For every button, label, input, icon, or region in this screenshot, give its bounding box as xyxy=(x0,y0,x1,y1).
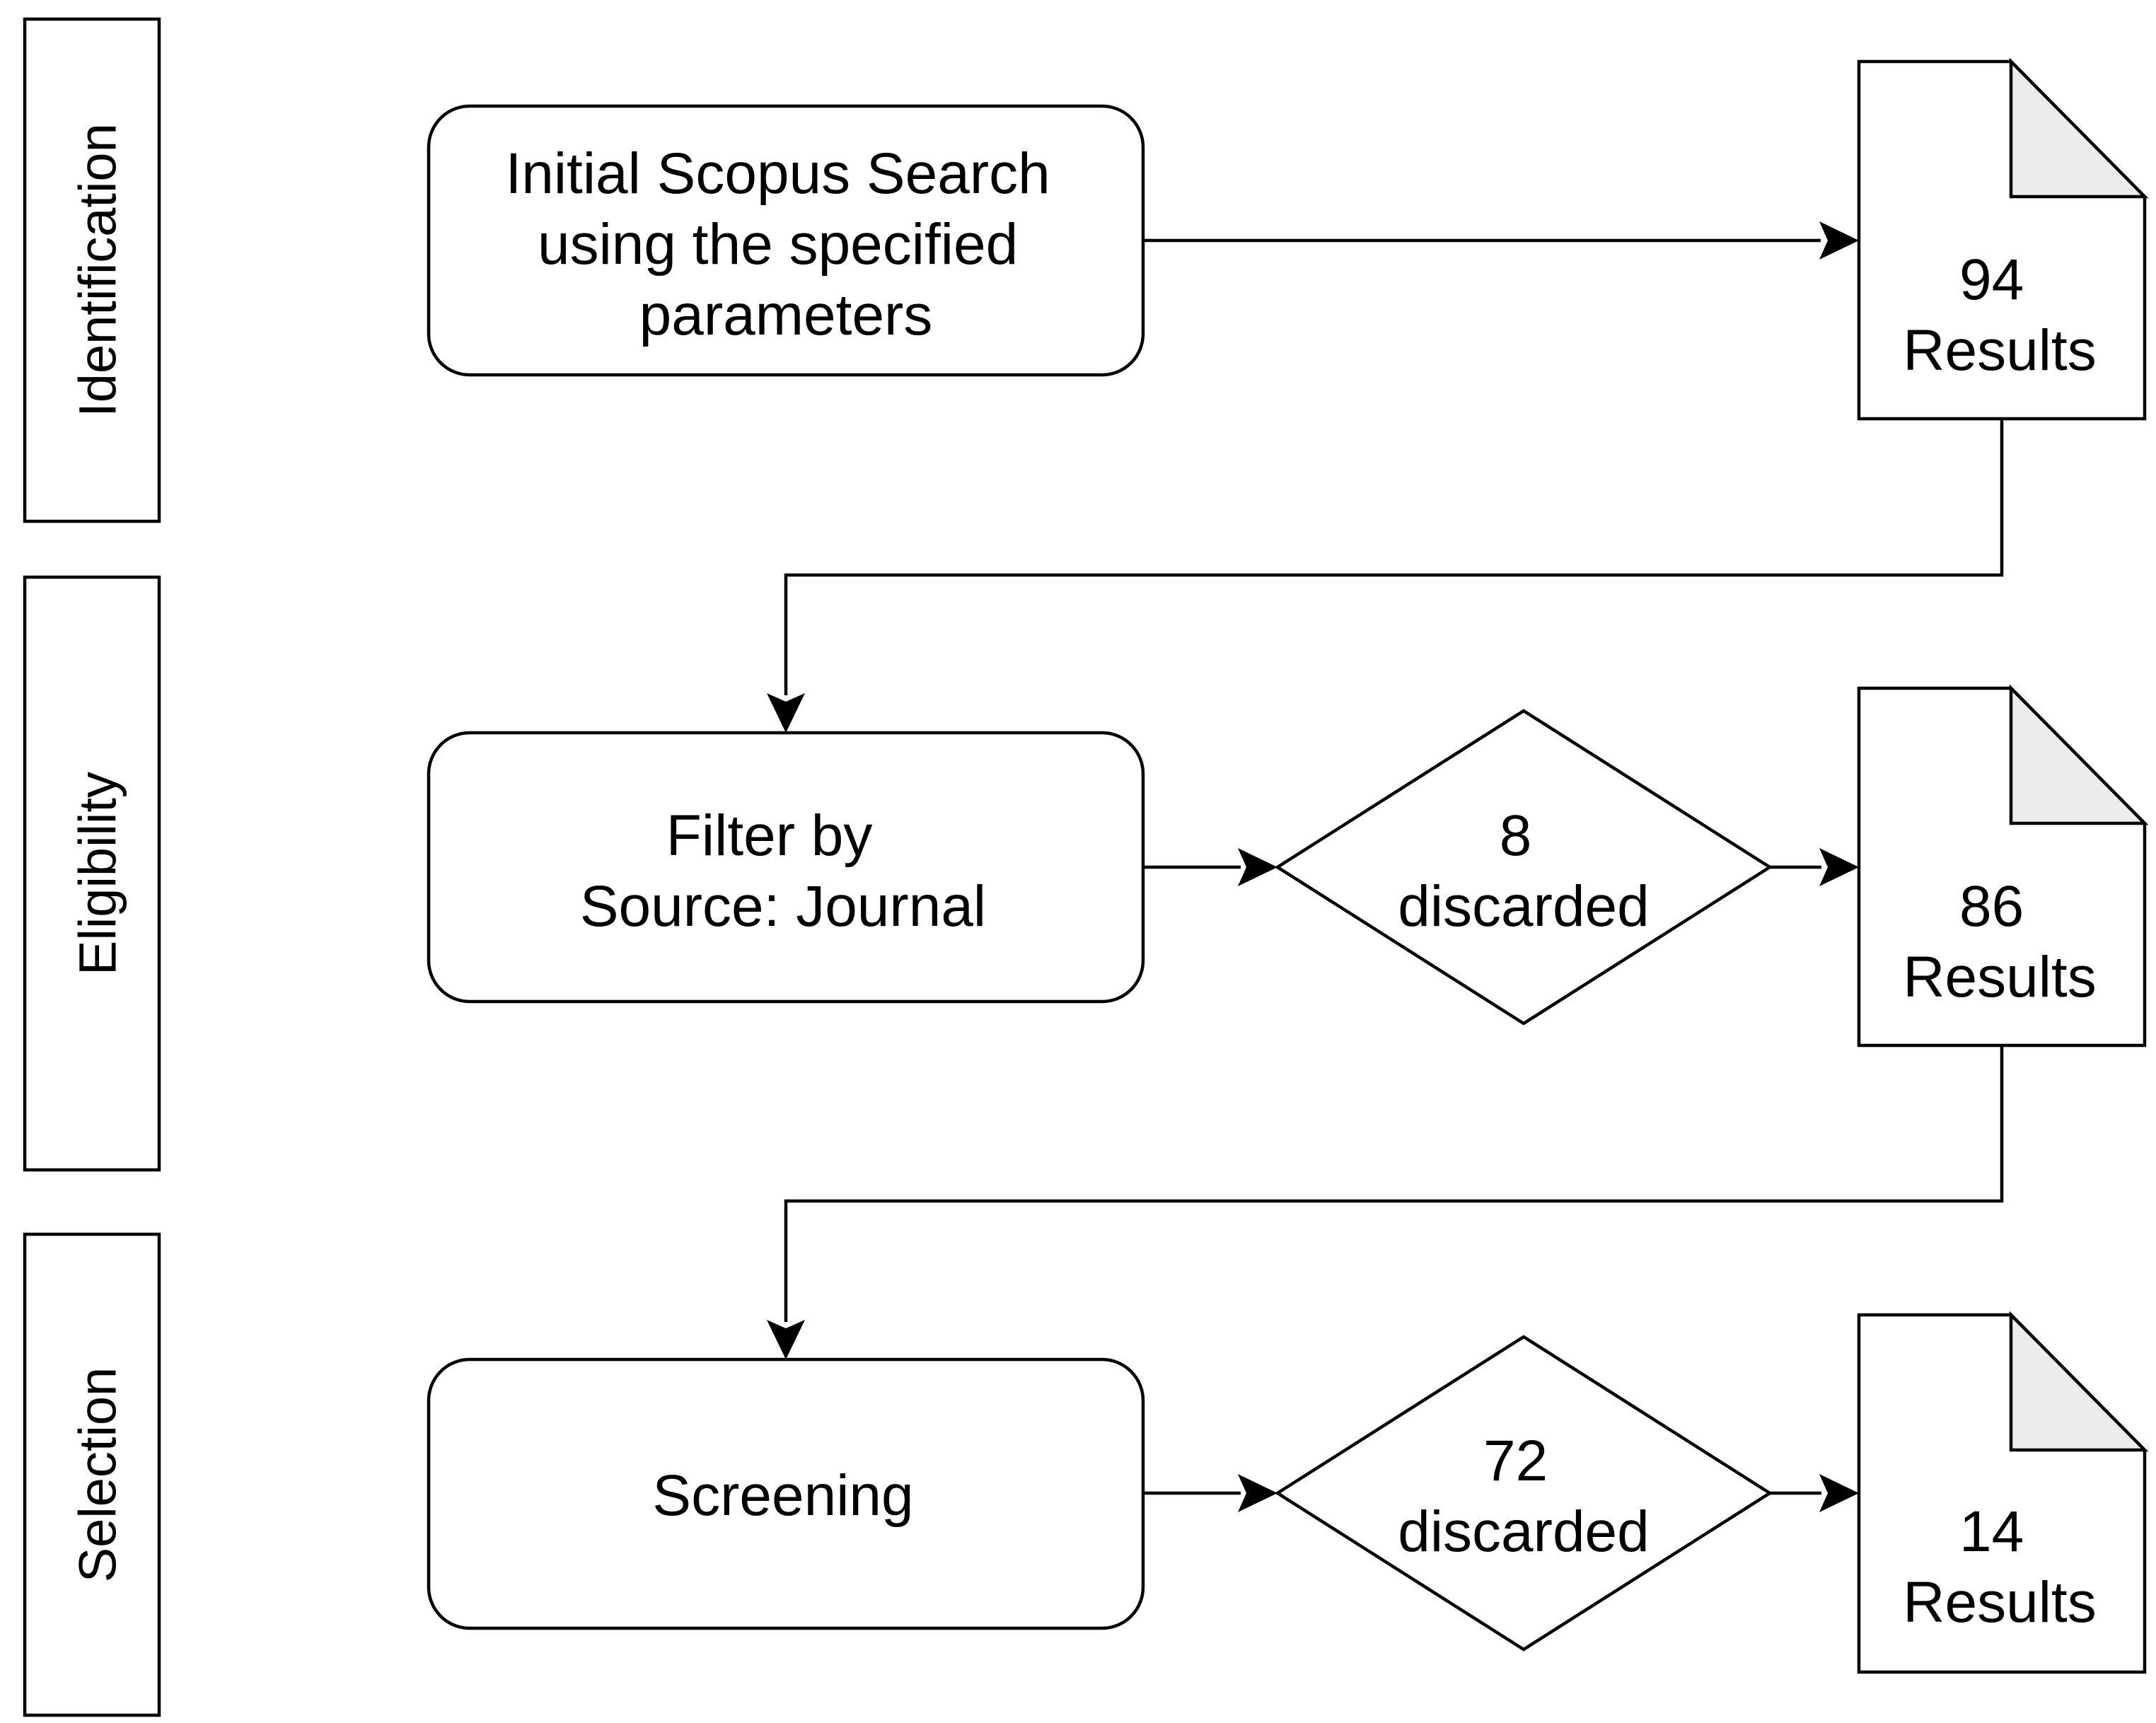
svg-text:8 discarded: 8 discarded xyxy=(1398,804,1650,939)
arrowhead xyxy=(767,693,805,733)
initial-results-text: Results xyxy=(1903,318,2096,383)
screening-line-1: Screening xyxy=(652,1463,913,1528)
decision-screening-discarded: 72 discarded xyxy=(1274,1335,1773,1652)
filter-discard-count: 8 xyxy=(1500,804,1532,868)
connector-initial-results-to-filter xyxy=(767,419,2004,733)
stage-selection: Selection xyxy=(23,1232,161,1717)
stage-identification: Identification xyxy=(23,17,161,523)
svg-text:Screening: Screening xyxy=(652,1463,913,1528)
arrowhead xyxy=(1819,1474,1859,1512)
selected-results-text: Results xyxy=(1903,1570,2096,1635)
process-initial-search: Initial Scopus Search using the specifie… xyxy=(427,104,1145,377)
connector-filter-to-decision xyxy=(1143,848,1277,886)
decision-filter-discarded: 8 discarded xyxy=(1274,709,1773,1026)
result-document-initial: 94 Results xyxy=(1857,57,2149,421)
arrowhead xyxy=(1819,221,1859,260)
svg-text:86 Results: 86 Results xyxy=(1903,874,2096,1009)
screening-discard-text: discarded xyxy=(1398,1499,1650,1564)
svg-text:14 Results: 14 Results xyxy=(1903,1499,2096,1635)
filter-line-2: Source: Journal xyxy=(580,874,986,939)
connector-decision-to-selected-results xyxy=(1770,1474,1859,1512)
connector-decision-to-eligible-results xyxy=(1770,848,1859,886)
svg-text:Filter by Source: Journa: Filter by Source: Journal xyxy=(580,804,986,939)
selected-results-count: 14 xyxy=(1959,1499,2024,1564)
connector-eligible-results-to-screening xyxy=(767,1045,2004,1359)
svg-text:Initial Scopus Search us: Initial Scopus Search using the specifie… xyxy=(505,141,1066,347)
svg-text:72 discarded: 72 discarded xyxy=(1398,1429,1650,1564)
screening-discard-count: 72 xyxy=(1483,1429,1548,1493)
arrowhead xyxy=(1238,848,1277,886)
process-screening: Screening xyxy=(427,1357,1145,1630)
initial-results-count: 94 xyxy=(1959,248,2024,312)
connector-search-to-initial-results xyxy=(1143,221,1859,260)
search-line-1: Initial Scopus Search xyxy=(505,141,1050,206)
stage-eligibility: Eligibility xyxy=(23,575,161,1172)
arrowhead xyxy=(1819,848,1859,886)
search-line-3: parameters xyxy=(639,283,933,347)
svg-text:94 Results: 94 Results xyxy=(1903,248,2096,383)
eligible-results-count: 86 xyxy=(1959,874,2024,939)
connector-screening-to-decision xyxy=(1143,1474,1277,1512)
stage-identification-label: Identification xyxy=(69,123,127,417)
process-filter-by-source: Filter by Source: Journal xyxy=(427,731,1145,1004)
filter-line-1: Filter by xyxy=(666,804,873,868)
result-document-eligible: 86 Results xyxy=(1857,684,2149,1048)
stage-eligibility-label: Eligibility xyxy=(69,772,127,975)
stage-selection-label: Selection xyxy=(69,1367,127,1582)
arrowhead xyxy=(767,1320,805,1359)
result-document-selected: 14 Results xyxy=(1857,1311,2149,1674)
arrowhead xyxy=(1238,1474,1277,1512)
search-line-2: using the specified xyxy=(538,212,1018,277)
eligible-results-text: Results xyxy=(1903,945,2096,1009)
filter-discard-text: discarded xyxy=(1398,874,1650,939)
